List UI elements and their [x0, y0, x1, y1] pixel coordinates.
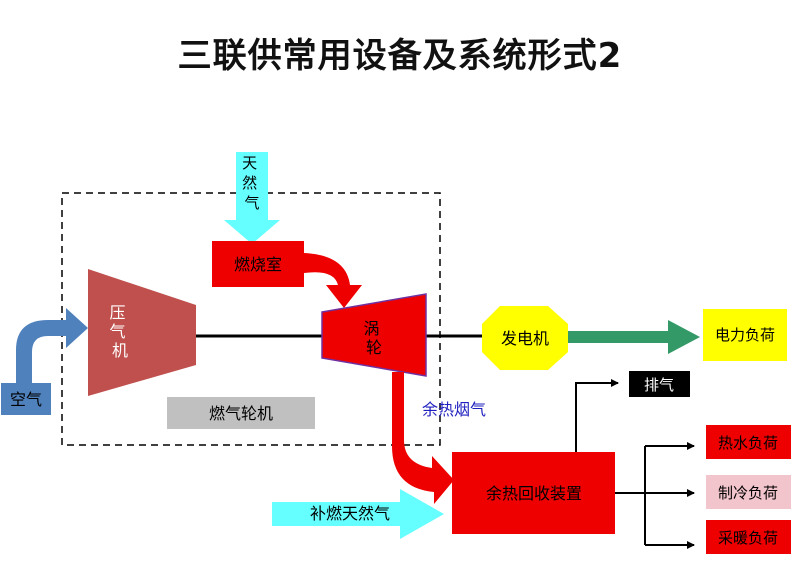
heat-recovery-unit-label: 余热回收装置	[486, 484, 582, 503]
exhaust-label: 排气	[644, 376, 674, 394]
compressor-label: 压 气 机	[109, 303, 130, 360]
supplementary-gas-arrow	[272, 489, 444, 539]
gas-turbine-label: 燃气轮机	[209, 404, 273, 423]
hot-water-load-box	[706, 425, 791, 459]
cooling-load-label: 制冷负荷	[718, 484, 778, 502]
combustion-chamber-label: 燃烧室	[234, 255, 282, 274]
gas-turbine-label-box	[167, 397, 315, 429]
turbine	[321, 293, 427, 377]
air-box	[1, 383, 51, 415]
turbine-label: 涡 轮	[363, 319, 384, 357]
cooling-load-box	[706, 475, 791, 509]
gas-turbine-boundary	[61, 192, 441, 446]
power-load-box	[703, 309, 787, 361]
waste-heat-flue-gas-label: 余热烟气	[422, 400, 486, 419]
natural-gas-label: 天 然 气	[242, 154, 262, 212]
heating-load-box	[706, 520, 791, 554]
power-output-arrow	[568, 320, 700, 354]
exhaust-box	[629, 371, 690, 397]
supplementary-gas-label: 补燃天然气	[310, 504, 390, 523]
page-title: 三联供常用设备及系统形式2	[177, 36, 623, 76]
natural-gas-arrow	[224, 152, 280, 244]
air-inlet-arrow	[16, 308, 88, 383]
exhaust-line	[575, 379, 619, 452]
generator	[482, 306, 568, 370]
combustion-chamber	[212, 241, 304, 287]
heat-recovery-unit	[452, 452, 615, 534]
air-label: 空气	[10, 390, 42, 409]
power-load-label: 电力负荷	[715, 326, 775, 344]
generator-label: 发电机	[501, 329, 549, 348]
flue-gas-arrow	[392, 372, 454, 504]
heating-load-label: 采暖负荷	[718, 529, 778, 547]
hot-water-load-label: 热水负荷	[718, 434, 778, 452]
compressor	[88, 269, 196, 396]
combustion-to-turbine-arrow	[304, 253, 362, 308]
